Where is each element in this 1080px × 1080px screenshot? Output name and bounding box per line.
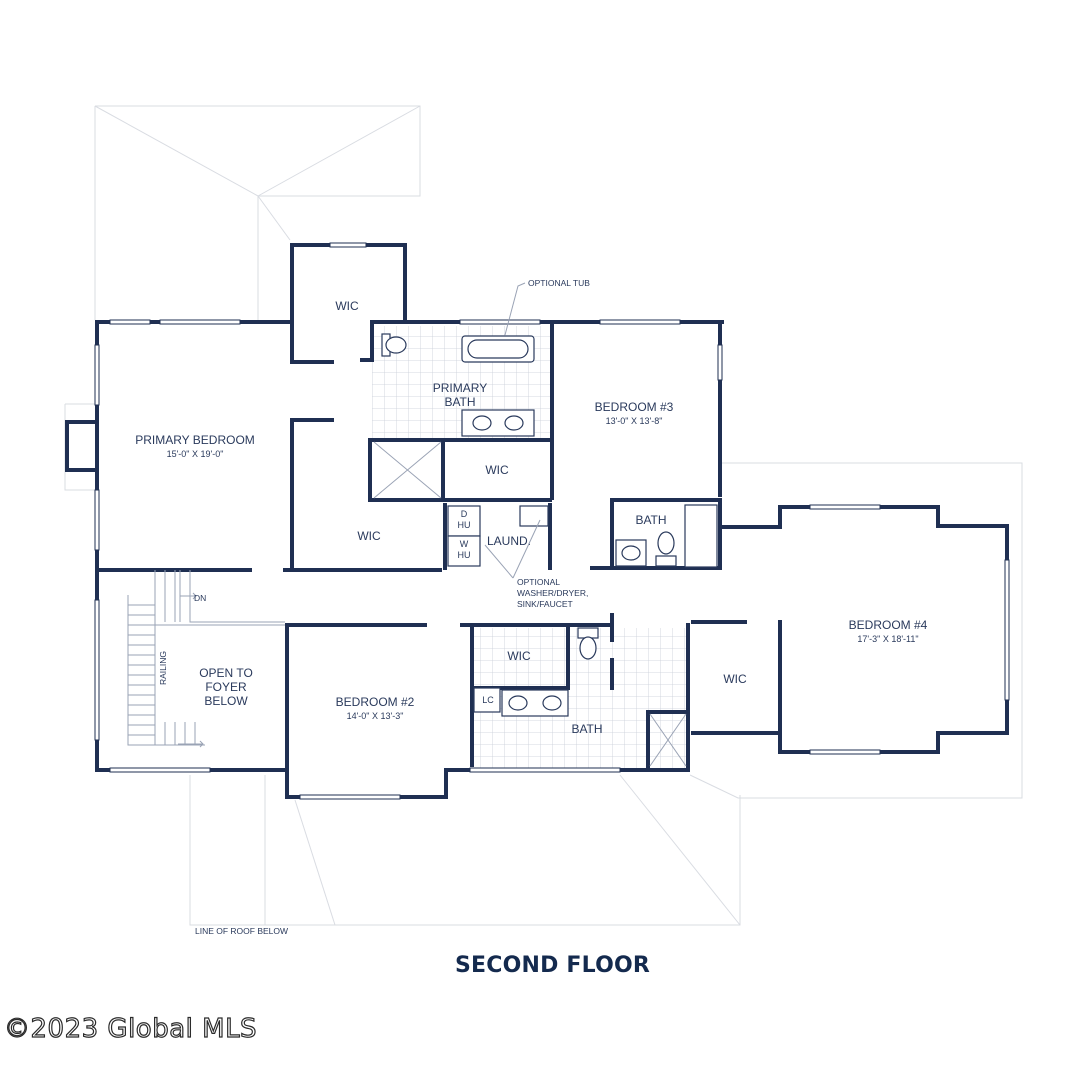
optional-washer-label-3: SINK/FAUCET: [517, 599, 573, 609]
wic-label-bottom: WIC: [507, 649, 531, 663]
bedroom3-label: BEDROOM #3: [595, 400, 674, 414]
primary-bedroom-dims: 15'-0" X 19'-0": [167, 449, 224, 459]
dryer-hookup-label: HU: [458, 520, 471, 530]
linen-closet-label: LC: [482, 695, 494, 705]
bedroom2-dims: 14'-0" X 13'-3": [347, 711, 404, 721]
optional-tub-label: OPTIONAL TUB: [528, 278, 590, 288]
bedroom3-dims: 13'-0" X 13'-8": [606, 416, 663, 426]
open-to-foyer-2: FOYER: [205, 680, 247, 694]
optional-washer-label-2: WASHER/DRYER,: [517, 588, 588, 598]
windows: [94, 242, 1010, 800]
primary-bedroom-label: PRIMARY BEDROOM: [135, 433, 255, 447]
railing-label: RAILING: [158, 651, 168, 685]
bath-label-bed3: BATH: [635, 513, 666, 527]
bath-label-bottom: BATH: [571, 722, 602, 736]
floor-title: SECOND FLOOR: [454, 953, 651, 978]
primary-bath-label-1: PRIMARY: [433, 381, 487, 395]
bedroom4-label: BEDROOM #4: [849, 618, 928, 632]
laundry-label: LAUND.: [487, 534, 531, 548]
washer-hookup-label: HU: [458, 550, 471, 560]
fixtures: [373, 333, 718, 767]
walls: [65, 243, 1009, 799]
stairs: [127, 570, 285, 748]
annotations: OPTIONAL TUB OPTIONAL WASHER/DRYER, SINK…: [158, 278, 590, 936]
roof-below-label: LINE OF ROOF BELOW: [195, 926, 288, 936]
optional-washer-label-1: OPTIONAL: [517, 577, 560, 587]
wic-label-center: WIC: [485, 463, 509, 477]
washer-label: W: [460, 539, 469, 549]
wic-label-right: WIC: [723, 672, 747, 686]
dryer-label: D: [461, 509, 468, 519]
bedroom2-label: BEDROOM #2: [336, 695, 415, 709]
copyright-watermark: ©2023 Global MLS: [3, 1013, 258, 1044]
primary-bath-label-2: BATH: [444, 395, 475, 409]
bedroom4-dims: 17'-3" X 18'-11": [857, 634, 918, 644]
wic-label-top: WIC: [335, 299, 359, 313]
wic-label-primary: WIC: [357, 529, 381, 543]
room-labels: PRIMARY BEDROOM 15'-0" X 19'-0" WIC WIC …: [135, 299, 927, 736]
stairs-down-label: DN: [194, 593, 206, 603]
open-to-foyer-1: OPEN TO: [199, 666, 253, 680]
open-to-foyer-3: BELOW: [204, 694, 248, 708]
